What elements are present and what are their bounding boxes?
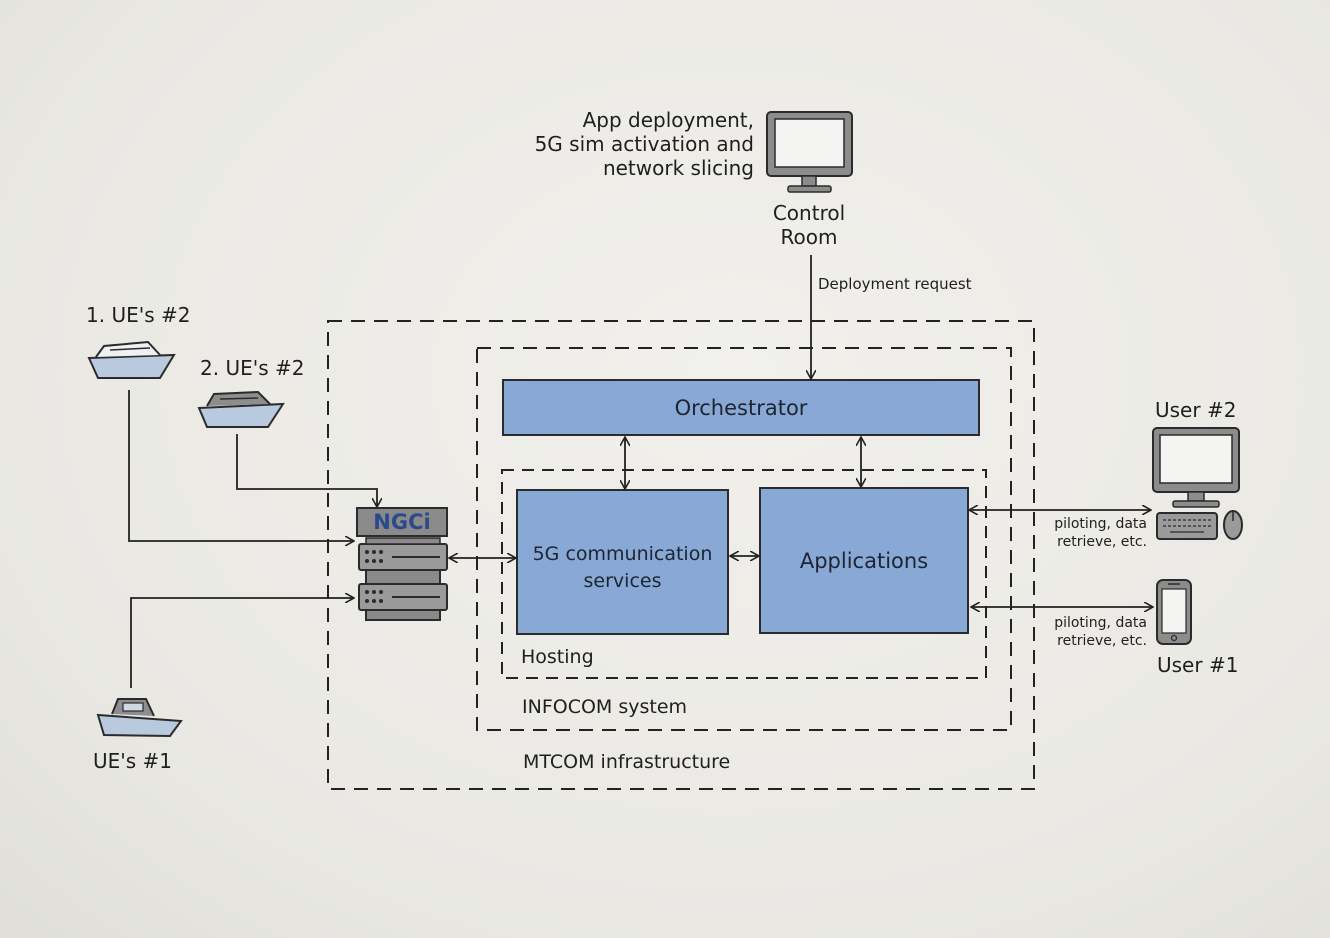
hosting-boundary [501,469,987,679]
desktop-computer-icon [1152,427,1243,540]
user2-label: User #2 [1155,398,1237,422]
boat-icon-ue1 [96,698,183,738]
ue2a-connector [128,390,353,541]
user2-link-note: piloting, data retrieve, etc. [1054,516,1147,550]
monitor-icon [766,111,853,193]
smartphone-icon [1156,579,1192,645]
server-rack-icon [356,507,448,621]
control-room-note: App deployment, 5G sim activation and ne… [534,108,754,180]
orchestrator-label: Orchestrator [674,396,808,420]
comm-services-label: 5G communication services [532,543,713,592]
mtcom-boundary [327,320,1035,790]
applications-label: Applications [799,549,929,573]
ngci-label: NGCi [373,510,431,534]
ue2b-label: 2. UE's #2 [200,356,305,380]
control-room-label: Control Room [772,201,846,249]
mtcom-label: MTCOM infrastructure [523,751,731,773]
comm-services-box [516,489,729,635]
user1-link-note: piloting, data retrieve, etc. [1054,615,1147,649]
ue1-label: UE's #1 [93,749,173,773]
ue2b-connector [236,434,377,506]
infocom-label: INFOCOM system [522,696,688,718]
deployment-request-label: Deployment request [818,275,972,293]
boat-icon-ue2a [87,340,176,379]
user1-label: User #1 [1157,653,1239,677]
ue1-connector [130,598,353,688]
orchestrator-box [502,379,980,436]
applications-box [759,487,969,634]
hosting-label: Hosting [521,646,594,668]
infocom-boundary [476,347,1012,731]
ue2a-label: 1. UE's #2 [86,303,191,327]
boat-icon-ue2b [197,390,285,428]
